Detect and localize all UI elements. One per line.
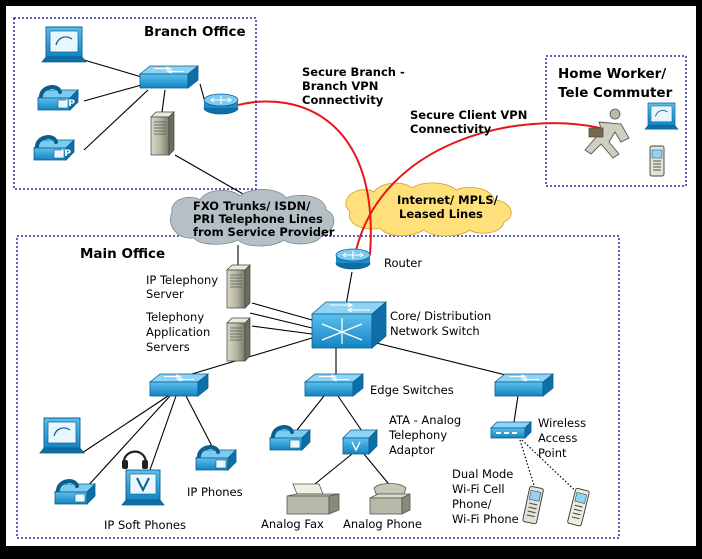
analog-fax-icon	[286, 483, 340, 515]
wireless-ap-icon	[490, 421, 532, 439]
branch-router-icon	[203, 93, 239, 115]
pstn-cloud	[170, 189, 335, 247]
router-label: Router	[384, 256, 422, 270]
dual-mode-label-line2: Wi-Fi Cell	[452, 482, 505, 496]
client-vpn-label-line1: Secure Client VPN	[410, 108, 527, 122]
ata-icon	[342, 429, 378, 455]
branch-vpn-label-line2: Branch VPN	[302, 79, 378, 93]
ata-label-line3: Adaptor	[389, 443, 435, 457]
pstn-cloud-line2: PRI Telephone Lines	[193, 212, 323, 226]
wap-label-line2: Access	[538, 431, 577, 445]
analog-fax-label: Analog Fax	[261, 517, 324, 531]
ip-phones-label: IP Phones	[187, 485, 243, 499]
wap-label-line1: Wireless	[538, 416, 586, 430]
branch-ip-phone-1-badge: IP	[65, 99, 75, 109]
analog-phone-label: Analog Phone	[343, 517, 422, 531]
ip-telephony-server-label-line2: Server	[146, 287, 184, 301]
ip-soft-phones-label: IP Soft Phones	[104, 518, 186, 532]
home-worker-zone	[545, 55, 687, 187]
edge-switch-left-icon	[149, 373, 209, 397]
home-laptop-icon	[644, 102, 679, 130]
home-cell-phone-icon	[649, 145, 665, 177]
internet-cloud-line1: Internet/ MPLS/	[397, 193, 499, 207]
branch-switch-icon	[139, 65, 199, 89]
core-switch-icon	[310, 301, 388, 349]
branch-server-icon	[150, 111, 175, 156]
headset-icon	[122, 450, 148, 469]
dual-mode-label-line1: Dual Mode	[452, 467, 513, 481]
main-links	[81, 245, 519, 489]
edge-switch-right-icon	[494, 373, 554, 397]
fax-ip-phone-icon	[268, 425, 312, 452]
branch-pc-icon	[41, 26, 87, 63]
branch-ip-phone-2-badge: IP	[61, 149, 71, 159]
ip-telephony-server-icon	[226, 264, 251, 309]
ata-label-line1: ATA - Analog	[389, 413, 461, 427]
main-office-title: Main Office	[80, 246, 165, 262]
analog-phone-icon	[369, 483, 411, 515]
core-switch-label-line2: Network Switch	[390, 324, 480, 338]
home-worker-title-line1: Home Worker/	[558, 66, 666, 82]
home-worker-title-line2: Tele Commuter	[558, 85, 673, 101]
soft-phone-1-icon	[53, 479, 97, 506]
edge-switches-label: Edge Switches	[370, 383, 454, 397]
soft-phone-pc-icon	[121, 469, 165, 506]
main-pc-icon	[39, 417, 85, 454]
pstn-cloud-line3: from Service Provider	[193, 225, 335, 239]
telephony-app-servers-label-line1: Telephony	[145, 310, 204, 324]
pstn-cloud-line1: FXO Trunks/ ISDN/	[193, 199, 311, 213]
telephony-app-servers-label-line3: Servers	[146, 340, 190, 354]
running-person-icon	[584, 108, 630, 159]
branch-office-title: Branch Office	[144, 24, 246, 40]
client-vpn-link	[354, 122, 601, 256]
dual-mode-label-line4: Wi-Fi Phone	[452, 512, 519, 526]
dual-mode-label-line3: Phone/	[452, 497, 492, 511]
wifi-phone-icon	[567, 487, 590, 527]
telephony-app-server-icon	[226, 317, 251, 362]
branch-office-zone	[13, 17, 257, 190]
core-switch-label-line1: Core/ Distribution	[390, 309, 491, 323]
branch-vpn-label-line1: Secure Branch -	[302, 65, 405, 79]
client-vpn-label-line2: Connectivity	[410, 122, 492, 136]
main-ip-phone-icon	[194, 445, 238, 472]
branch-vpn-link	[237, 100, 372, 256]
branch-vpn-label-line3: Connectivity	[302, 93, 384, 107]
dual-mode-phone-icon	[522, 485, 544, 525]
ip-telephony-server-label-line1: IP Telephony	[146, 273, 218, 287]
wap-label-line3: Point	[538, 446, 567, 460]
edge-switch-center-icon	[304, 373, 364, 397]
telephony-app-servers-label-line2: Application	[146, 325, 210, 339]
main-router-icon	[335, 248, 371, 270]
ata-label-line2: Telephony	[388, 428, 447, 442]
internet-cloud-line2: Leased Lines	[399, 207, 483, 221]
